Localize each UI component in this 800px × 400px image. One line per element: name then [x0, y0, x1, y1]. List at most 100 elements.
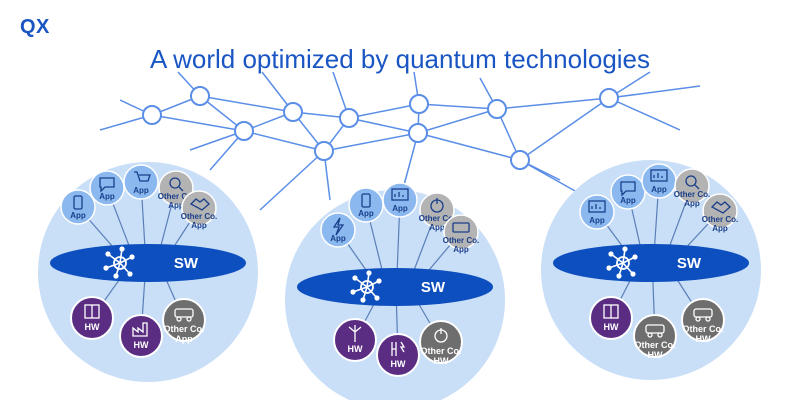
sw-layer [297, 268, 493, 306]
smartphone-icon [361, 193, 371, 208]
network-node [487, 99, 507, 119]
machine-icon [84, 304, 100, 319]
node-label: App [99, 192, 115, 201]
factory-icon [132, 322, 148, 337]
node-label: Other Co.HW [420, 346, 461, 366]
network-node [599, 88, 619, 108]
node-label: HW [604, 322, 619, 332]
network-node [314, 141, 334, 161]
network-link [151, 114, 245, 132]
chat-icon [99, 177, 115, 193]
search-icon [685, 175, 700, 190]
node-label: Other Co.App [419, 214, 455, 232]
car-charging-icon [693, 308, 713, 322]
node-label: Other Co.HW [682, 324, 723, 344]
sw-layer [50, 244, 246, 282]
network-node [283, 102, 303, 122]
node-label: App [330, 234, 346, 243]
hub-icon [103, 246, 135, 279]
network-link [496, 97, 610, 110]
network-link [323, 132, 419, 152]
page-title: A world optimized by quantum technologie… [149, 44, 651, 74]
node-label: App [133, 186, 149, 195]
network-link [417, 132, 521, 161]
lightning-icon [332, 217, 345, 236]
sw-label: SW [421, 279, 446, 296]
node-circle [123, 164, 159, 200]
power-icon [430, 198, 444, 213]
hub-icon [350, 270, 382, 303]
node-label: HW [348, 344, 363, 354]
other-company-app-node: Other Co.App [443, 214, 479, 254]
app-node: App [382, 182, 418, 218]
sw-label: SW [677, 255, 702, 272]
other-company-app-node: Other Co.App [674, 168, 710, 208]
other-company-app-node: Other Co.App [419, 192, 455, 232]
other-company-app-node: Other Co.App [702, 193, 738, 233]
network-link [199, 95, 294, 113]
network-node [339, 108, 359, 128]
node-label: App [358, 209, 374, 218]
network-node [234, 121, 254, 141]
node-circle [89, 170, 125, 206]
app-node: App [348, 187, 384, 223]
node-circle [376, 333, 420, 377]
node-label: HW [134, 340, 149, 350]
company-logo: QX [20, 16, 50, 38]
node-label: Other Co.App [443, 236, 479, 254]
node-label: HW [391, 359, 406, 369]
money-icon [452, 222, 470, 233]
node-label: Other Co.App [163, 324, 204, 344]
network-link [418, 103, 498, 110]
network-link [608, 85, 701, 99]
network-node [409, 94, 429, 114]
network-link [417, 108, 498, 134]
app-node: App [610, 174, 646, 210]
sw-label: SW [174, 255, 199, 272]
bus-icon [645, 324, 665, 338]
network-node [408, 123, 428, 143]
node-label: Other Co.App [158, 192, 194, 210]
network-link [243, 130, 325, 152]
network-node [510, 150, 530, 170]
other-company-app-node: Other Co.App [158, 170, 194, 210]
checklist-icon [588, 200, 606, 213]
hw-node: HW [119, 314, 163, 358]
network-link [259, 150, 325, 211]
chat-icon [620, 181, 636, 197]
elevator-icon [603, 304, 619, 319]
hw-node: HW [70, 296, 114, 340]
sw-layer [553, 244, 749, 282]
node-label: Other Co.App [674, 190, 710, 208]
network-node [142, 105, 162, 125]
node-circle [419, 192, 455, 228]
node-circle [633, 314, 677, 358]
network-link [608, 97, 681, 131]
handshake-icon [710, 201, 731, 214]
network-node [190, 86, 210, 106]
node-label: Other Co.App [702, 215, 738, 233]
hydrogen-icon [391, 341, 406, 356]
node-circle [162, 298, 206, 342]
node-label: App [589, 216, 605, 225]
hub-icon [606, 246, 638, 279]
monitor-chart-icon [391, 188, 409, 201]
node-label: App [70, 211, 86, 220]
hw-node: HW [589, 296, 633, 340]
app-node: App [641, 163, 677, 199]
node-circle [681, 298, 725, 342]
node-label: App [392, 204, 408, 213]
power-tower-icon [434, 328, 448, 343]
other-company-hw-node: Other Co.HW [681, 298, 725, 344]
node-label: App [620, 196, 636, 205]
network-link [348, 103, 420, 119]
app-node: App [60, 189, 96, 225]
search-icon [169, 177, 184, 192]
smartphone-icon [73, 195, 83, 210]
hw-node: HW [376, 333, 420, 377]
node-label: Other Co.HW [634, 340, 675, 360]
